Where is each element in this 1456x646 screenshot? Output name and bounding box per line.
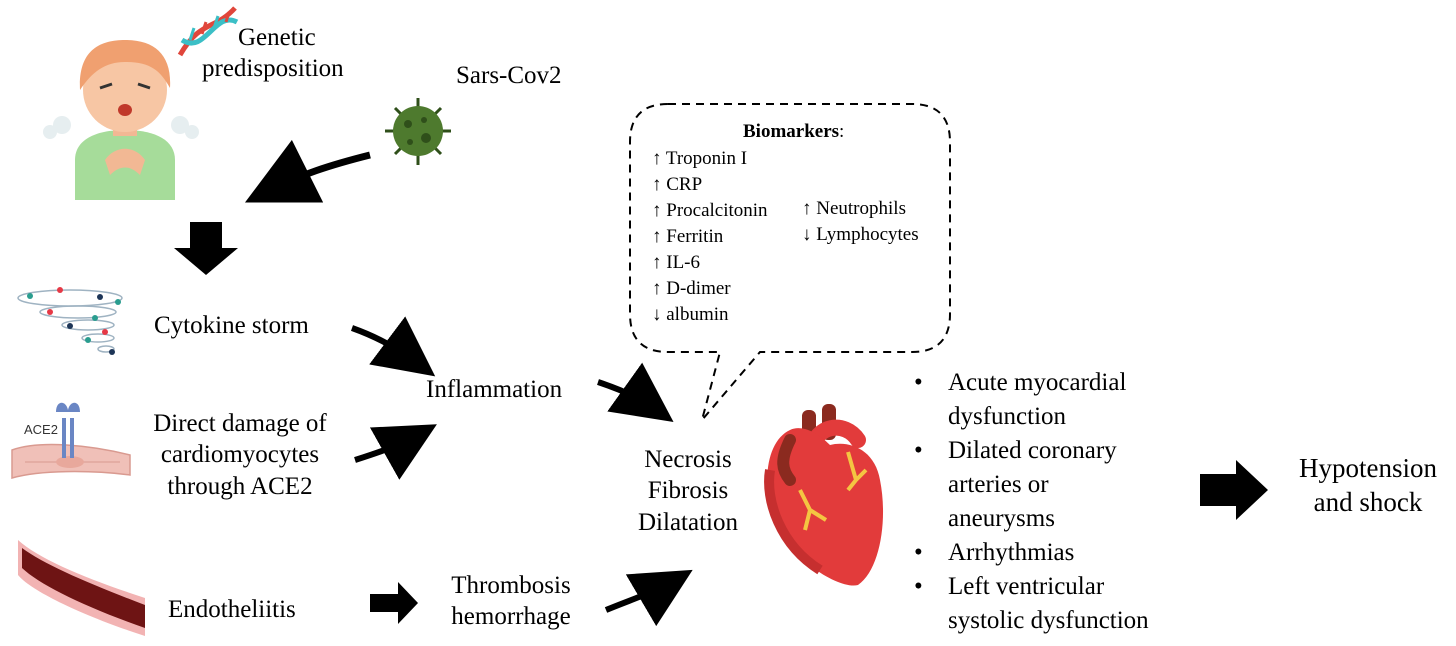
- biomarker-item: ↑ CRP: [652, 174, 703, 195]
- biomarker-item: ↑ IL-6: [652, 252, 701, 273]
- biomarker-item: ↓ albumin: [652, 304, 729, 325]
- arrow-to-hypotension-block: [1200, 460, 1268, 520]
- direct-damage-label: Direct damage of cardiomyocytes through …: [153, 410, 327, 500]
- patient-icon: [43, 40, 199, 200]
- ace2-tag: ACE2: [24, 422, 58, 437]
- biomarker-item: ↑ Procalcitonin: [652, 200, 768, 221]
- biomarkers-title: Biomarkers:: [743, 121, 845, 142]
- cytokine-tornado-icon: [17, 289, 123, 353]
- cytokine-dots: [27, 287, 121, 355]
- outcome-item: • Acute myocardial dysfunction: [914, 366, 1149, 434]
- genetic-label: Genetic predisposition: [202, 24, 344, 83]
- biomarker-bubble: [629, 103, 951, 421]
- biomarker-item: ↑ Troponin I: [652, 148, 748, 169]
- biomarker-item: ↑ Ferritin: [652, 226, 724, 247]
- arrow-inflammation-to-necrosis: [597, 362, 674, 422]
- ace2-receptor-icon: [11, 402, 131, 479]
- arrow-virus-to-patient: [244, 139, 371, 203]
- biomarker-item: ↑ Neutrophils: [802, 198, 906, 219]
- sars-cov2-label: Sars-Cov2: [456, 62, 562, 89]
- outcome-item: • Dilated coronary arteries or aneurysms: [914, 434, 1149, 536]
- blood-vessel-icon: [18, 540, 145, 636]
- arrow-direct-to-inflammation: [354, 424, 437, 480]
- bullet: •: [914, 369, 923, 396]
- biomarker-item: ↑ D-dimer: [652, 278, 731, 299]
- arrow-cytokine-to-inflammation: [350, 316, 436, 377]
- hypotension-label: Hypotension and shock: [1299, 453, 1437, 517]
- arrow-thrombosis-to-necrosis: [604, 569, 693, 627]
- cytokine-storm-label: Cytokine storm: [154, 312, 309, 339]
- bullet: •: [914, 539, 923, 566]
- inflammation-label: Inflammation: [426, 376, 563, 403]
- dna-icon: [177, 6, 239, 57]
- bullet: •: [914, 437, 923, 464]
- heart-icon: [764, 404, 884, 586]
- virus-icon: [385, 98, 451, 165]
- arrow-endotheliitis-block: [370, 582, 418, 624]
- outcomes-list: • Acute myocardial dysfunction • Dilated…: [914, 366, 1149, 638]
- thrombosis-label: Thrombosis hemorrhage: [451, 572, 571, 631]
- biomarker-item: ↓ Lymphocytes: [802, 224, 919, 245]
- outcome-item: • Arrhythmias: [914, 536, 1149, 570]
- necrosis-label: Necrosis Fibrosis Dilatation: [638, 446, 738, 536]
- endotheliitis-label: Endotheliitis: [168, 596, 296, 623]
- arrow-down-block: [174, 222, 238, 275]
- outcome-item: • Left ventricular systolic dysfunction: [914, 570, 1149, 638]
- biomarkers-left-list: ↑ Troponin I ↑ CRP ↑ Procalcitonin ↑ Fer…: [652, 146, 768, 328]
- biomarkers-right-list: ↑ Neutrophils ↓ Lymphocytes: [802, 196, 919, 248]
- bullet: •: [914, 573, 923, 600]
